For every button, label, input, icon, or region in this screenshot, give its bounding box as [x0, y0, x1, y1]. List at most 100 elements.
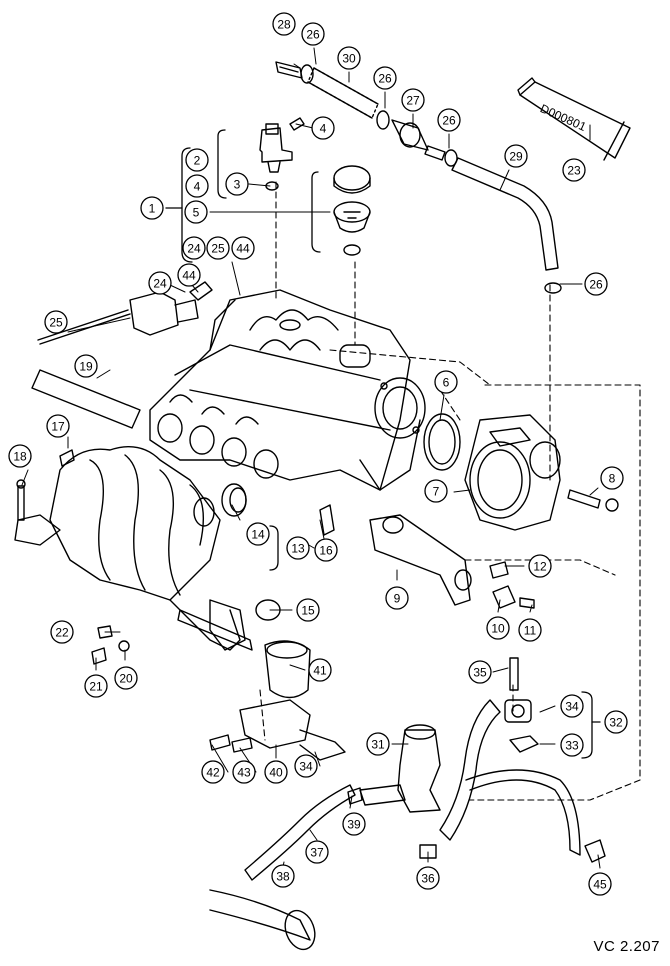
callout-circle — [562, 158, 586, 182]
callout-circle — [294, 754, 318, 778]
callout-label: 19 — [79, 360, 93, 374]
callout-35: 35 — [468, 660, 492, 684]
callout-label: 36 — [421, 872, 435, 886]
bolt-42 — [209, 734, 231, 751]
callout-label: 7 — [433, 485, 440, 499]
solenoid-valve-24 — [129, 291, 179, 336]
callout-41: 41 — [308, 658, 332, 682]
sealant-tube-23: D000801 — [517, 77, 631, 161]
callout-23: 23 — [562, 158, 586, 182]
callout-circle — [424, 479, 448, 503]
hose-44 — [189, 281, 213, 301]
left-small-parts — [31, 281, 213, 429]
callout-label: 4 — [194, 180, 201, 194]
throttle-body-7 — [464, 414, 561, 531]
pcv-valve-27 — [391, 119, 429, 151]
callout-circle — [305, 840, 329, 864]
callout-label: 39 — [347, 818, 361, 832]
callout-circle — [184, 200, 208, 224]
callout-28: 28 — [272, 12, 296, 36]
callout-label: 33 — [565, 739, 579, 753]
callout-label: 30 — [342, 52, 356, 66]
clip-33 — [509, 735, 539, 753]
callout-14: 14 — [246, 522, 270, 546]
callout-label: 26 — [442, 114, 456, 128]
egr-pipe-area — [91, 599, 311, 699]
callout-circle — [201, 760, 225, 784]
callout-label: 13 — [291, 542, 305, 556]
callout-4: 4 — [311, 116, 335, 140]
callout-circle — [366, 732, 390, 756]
callout-45: 45 — [588, 872, 612, 896]
callout-circle — [271, 864, 295, 888]
callout-circle — [385, 586, 409, 610]
dashed-leaders — [259, 181, 641, 801]
intake-manifold-upper — [149, 289, 426, 491]
callout-label: 34 — [565, 700, 579, 714]
callout-label: 14 — [251, 528, 265, 542]
callout-label: 28 — [277, 18, 291, 32]
callout-circle — [206, 236, 230, 260]
callout-label: 15 — [301, 604, 315, 618]
callout-7: 7 — [424, 479, 448, 503]
nut-22 — [97, 625, 113, 639]
callout-label: 23 — [567, 164, 581, 178]
bolt-12 — [489, 561, 509, 579]
callout-circle — [185, 148, 209, 172]
callout-label: 24 — [153, 277, 167, 291]
callout-circle — [401, 88, 425, 112]
throttle-body-flange — [374, 377, 426, 439]
sensor-and-cap — [259, 117, 371, 256]
callout-34: 34 — [294, 754, 318, 778]
seal-5 — [343, 244, 361, 256]
callout-26: 26 — [437, 108, 461, 132]
callout-label: 29 — [509, 150, 523, 164]
callout-24: 24 — [148, 271, 172, 295]
gasket-15 — [255, 599, 281, 621]
egr-cooler-41 — [264, 640, 311, 699]
callout-21: 21 — [84, 674, 108, 698]
callout-33: 33 — [560, 733, 584, 757]
callout-circle — [342, 812, 366, 836]
callout-label: 11 — [524, 624, 537, 638]
callout-circle — [518, 618, 542, 642]
callout-label: 41 — [313, 664, 327, 678]
callout-label: 45 — [593, 878, 607, 892]
callout-42: 42 — [201, 760, 225, 784]
callout-circle — [114, 666, 138, 690]
rod-25 — [37, 309, 129, 341]
hose-clamp — [444, 149, 458, 167]
callout-5: 5 — [184, 200, 208, 224]
callout-label: 4 — [320, 122, 327, 136]
callout-label: 21 — [89, 680, 103, 694]
callout-circle — [225, 172, 249, 196]
callout-10: 10 — [486, 616, 510, 640]
callout-32: 32 — [604, 710, 628, 734]
bracket-assembly — [221, 483, 535, 621]
callout-circle — [46, 414, 70, 438]
callout-label: 3 — [234, 178, 241, 192]
throttle-body — [423, 413, 619, 531]
callout-label: 25 — [211, 242, 225, 256]
callout-label: 26 — [589, 278, 603, 292]
callout-circle — [560, 694, 584, 718]
callout-34: 34 — [560, 694, 584, 718]
hose-29 — [451, 157, 559, 271]
callout-38: 38 — [271, 864, 295, 888]
callout-26: 26 — [373, 66, 397, 90]
breather-hose-assembly — [275, 61, 562, 294]
gasket-19 — [31, 369, 141, 429]
callout-circle — [314, 538, 338, 562]
bracket-9 — [369, 514, 471, 606]
callout-37: 37 — [305, 840, 329, 864]
temp-sensor-45 — [584, 839, 606, 863]
callout-label: 26 — [378, 72, 392, 86]
clamp-39 — [347, 787, 363, 805]
callout-circle — [44, 310, 68, 334]
bolt-21 — [91, 647, 107, 665]
callout-circle — [468, 660, 492, 684]
callout-9: 9 — [385, 586, 409, 610]
callout-circle — [528, 554, 552, 578]
bolt-17 — [59, 449, 75, 467]
